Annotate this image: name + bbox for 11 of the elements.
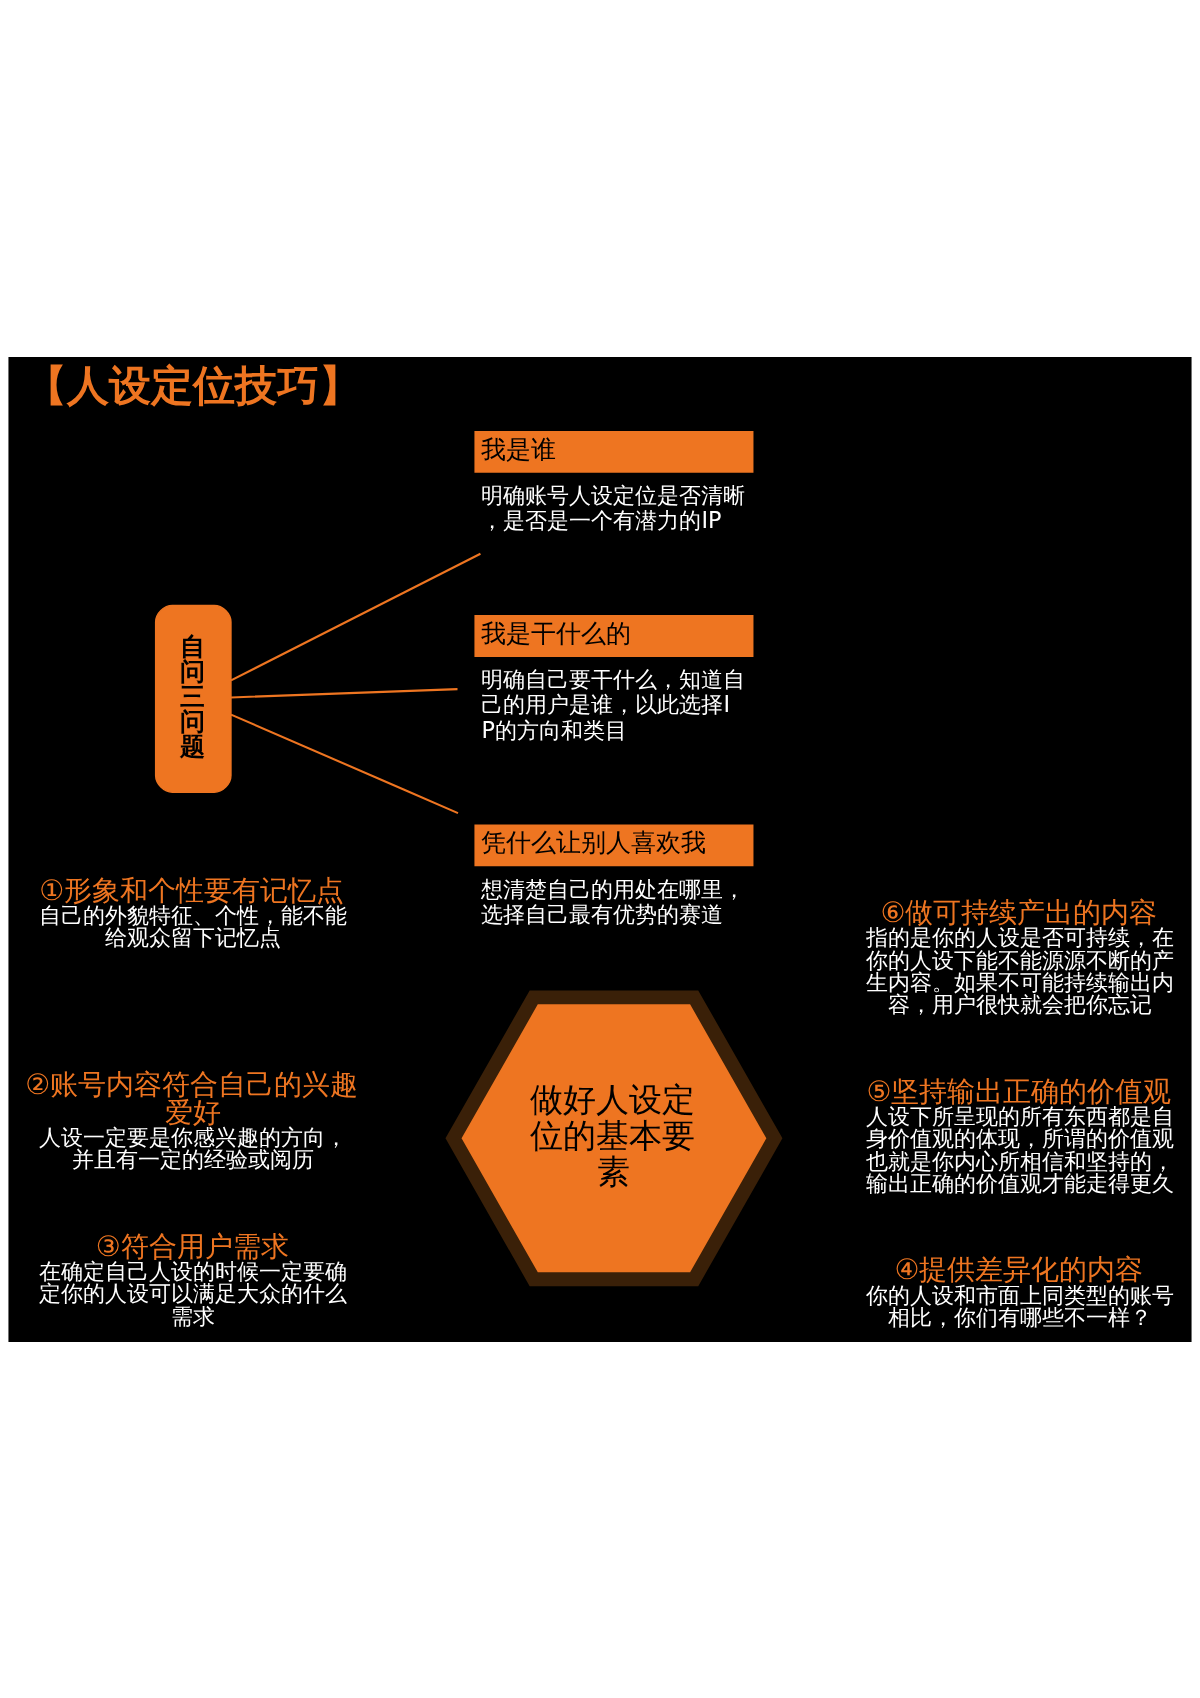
connector [230,552,481,681]
node-label: 明确自己要干什么，知道自己的用户是谁，以此选择IP的方向和类目 [481,665,746,743]
node-box: 凭什么让别人喜欢我 [474,823,754,866]
node-box: 我是谁 [474,430,754,473]
connector [230,713,459,814]
node-label: 想清楚自己的用处在哪里，选择自己最有优势的赛道 [481,875,746,927]
diagram-title: 【人设定位技巧】 [25,360,362,410]
node-box: 自问三问题 [154,604,232,793]
node-label: 明确账号人设定位是否清晰，是否是一个有潜力的IP [481,481,746,533]
connector [231,687,458,699]
node-box: 我是干什么的 [474,614,754,657]
